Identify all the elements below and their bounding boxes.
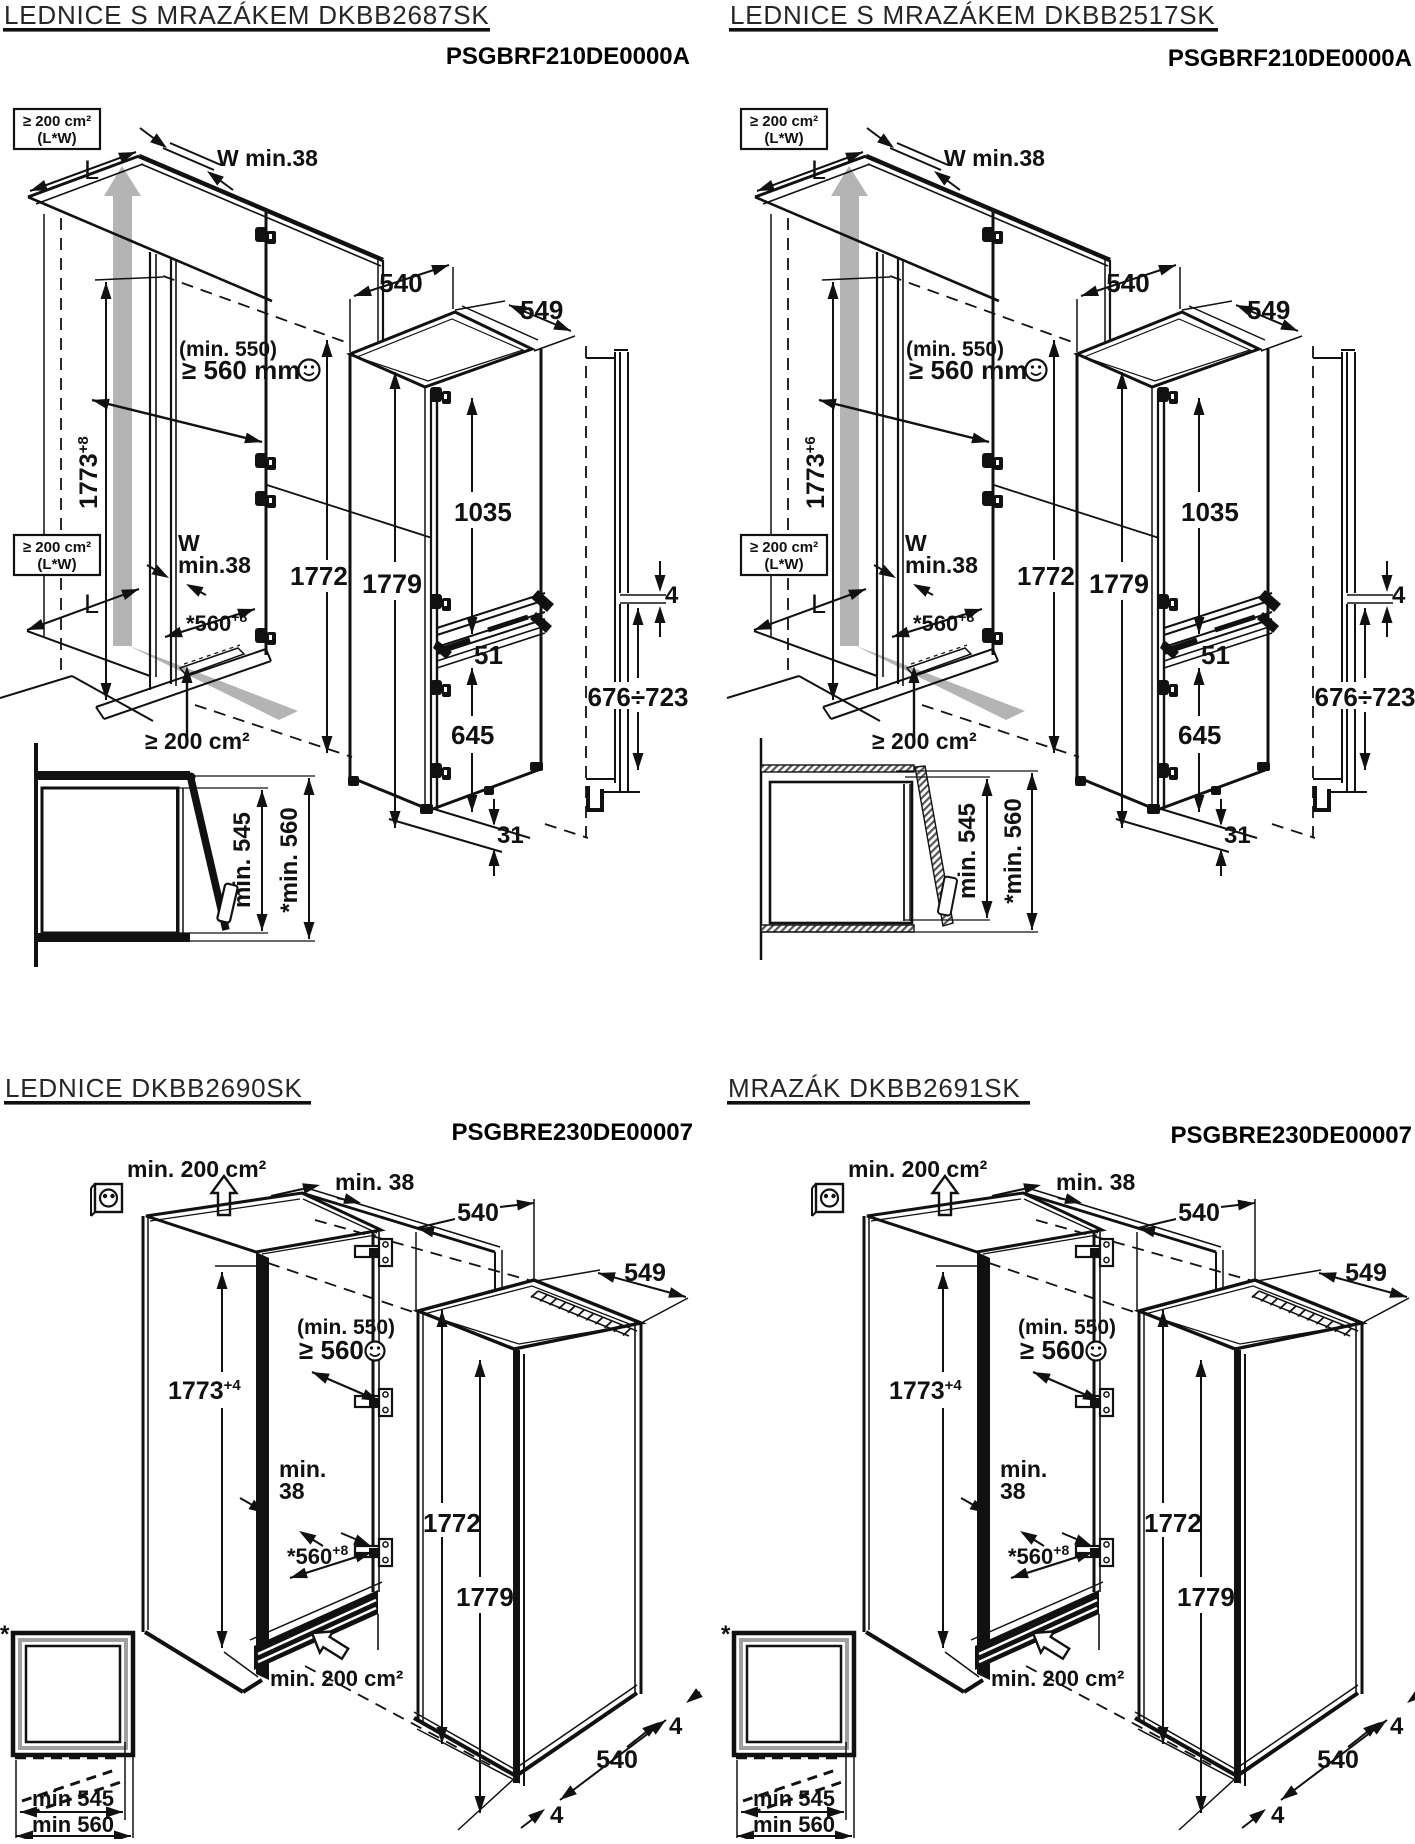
- svg-text:LEDNICE DKBB2690SK: LEDNICE DKBB2690SK: [5, 1073, 303, 1103]
- svg-text:min. 545: min. 545: [229, 812, 256, 908]
- svg-text:PSGBRE230DE00007: PSGBRE230DE00007: [1171, 1122, 1412, 1149]
- svg-text:*min. 560: *min. 560: [276, 807, 303, 912]
- svg-text:PSGBRF210DE0000A: PSGBRF210DE0000A: [446, 43, 690, 70]
- svg-text:PSGBRE230DE00007: PSGBRE230DE00007: [452, 1119, 693, 1146]
- svg-text:MRAZÁK DKBB2691SK: MRAZÁK DKBB2691SK: [728, 1073, 1021, 1103]
- svg-text:LEDNICE S MRAZÁKEM DKBB2687SK: LEDNICE S MRAZÁKEM DKBB2687SK: [4, 0, 490, 30]
- svg-text:min. 545: min. 545: [954, 803, 981, 899]
- svg-text:PSGBRF210DE0000A: PSGBRF210DE0000A: [1168, 45, 1412, 72]
- svg-text:*min. 560: *min. 560: [1000, 798, 1027, 903]
- svg-text:LEDNICE S MRAZÁKEM DKBB2517SK: LEDNICE S MRAZÁKEM DKBB2517SK: [730, 0, 1216, 30]
